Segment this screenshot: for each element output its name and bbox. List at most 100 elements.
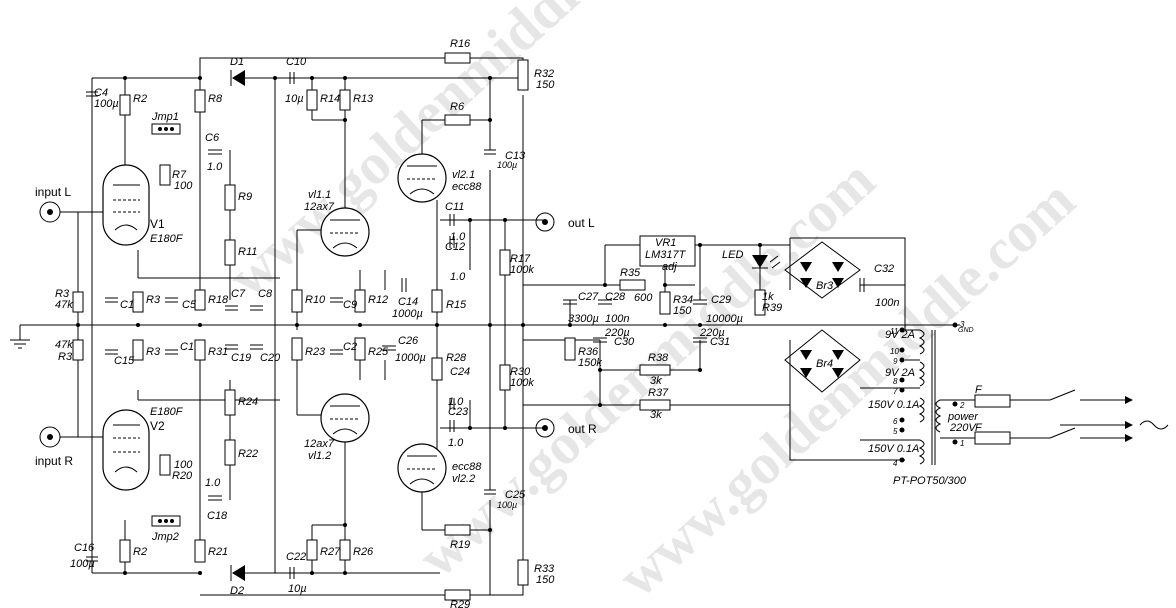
vl22-type: ecc88 [452,461,482,473]
jumper-jmp2[interactable] [151,515,181,527]
resistor-bodies [72,52,1011,601]
label-c6-val: 1.0 [207,161,223,173]
label-c11-val: 1.0 [450,231,466,243]
label-c13: C13 [505,150,526,162]
label-r37: R37 [648,387,669,399]
pin-3: 3 [960,320,965,329]
sec2-label: 9V 2A [885,367,915,379]
label-c4: C4 [94,87,108,99]
label-c27-val: 3300µ [568,313,599,325]
label-c22: C22 [286,551,306,563]
out-r-jack[interactable] [535,418,555,438]
label-c31-val: 220µ [699,327,725,339]
d1-label: D1 [230,56,244,68]
label-c11: C11 [445,201,464,213]
power-switch[interactable] [1049,389,1076,439]
pin-7: 7 [893,387,898,396]
label-c20: C20 [260,352,281,364]
label-r28: R28 [446,352,467,364]
label-r10: R10 [305,294,326,306]
label-c10: C10 [286,56,307,68]
label-c12: C12 [445,241,465,253]
pin-1: 1 [960,439,964,448]
label-c29-val: 10000µ [706,313,743,325]
sec1-label: 9V 2A [885,329,915,341]
label-c5: C5 [182,299,197,311]
gnd-label: GND [958,327,974,334]
label-c26-val: 1000µ [395,352,426,364]
v2-type: E180F [150,406,184,418]
label-c26: C26 [398,335,419,347]
label-r30-val: 100k [510,377,534,389]
label-r12: R12 [368,294,388,306]
label-r6: R6 [450,101,465,113]
tube-v1 [102,164,150,246]
pin-10: 10 [890,347,899,356]
br3-label: Br3 [816,280,834,292]
pin-8: 8 [893,377,898,386]
vr1-part: LM317T [645,249,687,261]
labels: input L input R out L out R V1 E180F E18… [35,38,983,608]
label-r3-l1: R3 [55,288,70,300]
label-c6: C6 [205,132,220,144]
label-r3-l2-val: 47k [55,339,73,351]
label-c25: C25 [505,489,526,501]
label-r13: R13 [353,93,374,105]
label-r2-bot: R2 [133,546,147,558]
label-r20-val: 100 [174,459,193,471]
input-r-jack[interactable] [39,426,61,448]
input-l-jack[interactable] [39,201,61,223]
vl21-name: vl2.1 [452,169,475,181]
label-c8: C8 [258,288,273,300]
label-c25-val: 100µ [497,500,517,510]
label-r32-val: 150 [536,79,555,91]
label-r14: R14 [320,93,340,105]
label-c24: C24 [450,366,470,378]
out-l-label: out L [568,216,595,230]
vl21-type: ecc88 [452,181,482,193]
vl12-type: 12ax7 [304,438,335,450]
br4-label: Br4 [816,358,833,370]
label-r9: R9 [238,191,252,203]
label-r35: R35 [620,267,641,279]
label-r33-val: 150 [536,574,555,586]
label-c18-val: 1.0 [205,477,221,489]
ac-source-icon [1110,396,1169,442]
label-c13-val: 100µ [497,160,517,170]
led-label: LED [722,249,743,261]
label-r35-val: 600 [634,292,653,304]
jumper-jmp1[interactable] [151,123,181,135]
label-c30-val: 220µ [604,327,630,339]
diode-d1 [230,70,245,86]
label-c23-val: 1.0 [448,437,464,449]
ground-icon [10,339,30,349]
tube-vl21 [397,153,447,203]
vr1-adj: adj [662,261,677,273]
pin-6: 6 [893,417,898,426]
label-c19: C19 [231,352,251,364]
wiring [19,57,1110,596]
label-r8: R8 [208,93,223,105]
label-c14: C14 [398,296,418,308]
label-r30: R30 [510,366,531,378]
label-c2: C2 [343,341,357,353]
out-l-jack[interactable] [535,212,555,232]
tube-vl11 [320,207,370,257]
vl11-name: vl1.1 [308,189,331,201]
label-r7-val: 100 [174,180,193,192]
label-r18: R18 [208,294,229,306]
pin-2: 2 [959,401,965,410]
label-r16: R16 [450,38,471,50]
label-r20: R20 [172,470,193,482]
label-r34-val: 150 [673,305,692,317]
label-r38-val: 3k [650,375,662,387]
jmp2-label: Jmp2 [151,531,179,543]
label-r38: R38 [648,352,669,364]
transformer-part: PT-POT50/300 [893,475,967,487]
v1-name: V1 [150,217,165,231]
label-c16-val: 100µ [70,558,95,570]
label-c16: C16 [74,542,95,554]
vl12-name: vl1.2 [308,450,331,462]
label-c1-bot: C1 [180,341,194,353]
